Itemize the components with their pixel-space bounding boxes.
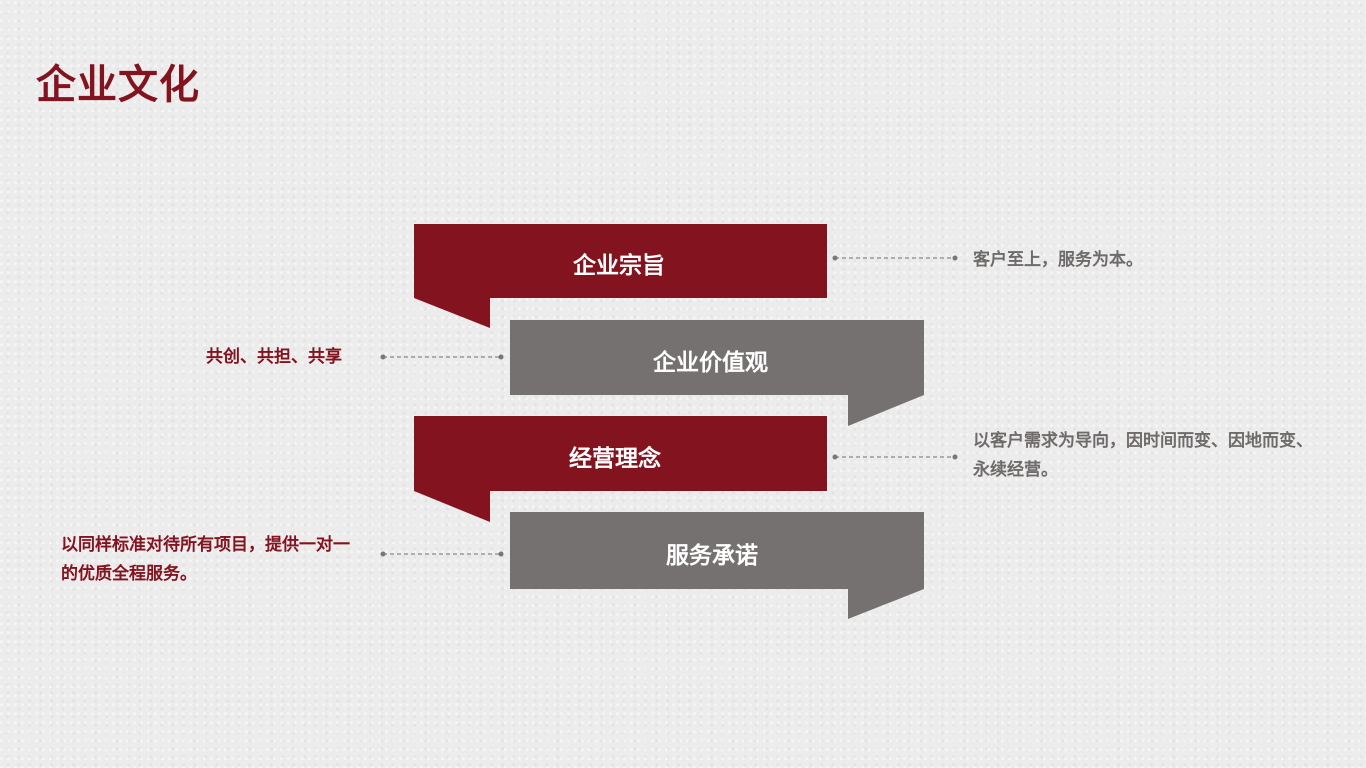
ribbon-label-philosophy: 经营理念 [569, 446, 661, 472]
purpose-description: 客户至上，服务为本。 [973, 250, 1143, 270]
commitment-description: 以同样标准对待所有项目，提供一对一的优质全程服务。 [61, 535, 350, 584]
connector-dots [380, 255, 958, 557]
page-title: 企业文化 [36, 62, 200, 108]
ribbon-1 [414, 224, 827, 328]
philosophy-description: 以客户需求为导向，因时间而变、因地而变、永续经营。 [973, 431, 1313, 480]
ribbon-4 [510, 512, 924, 619]
values-description: 共创、共担、共享 [206, 347, 342, 367]
connectors [383, 257, 955, 555]
ribbon-label-values: 企业价值观 [653, 350, 768, 376]
ribbon-3 [414, 416, 827, 522]
ribbon-2 [510, 320, 924, 426]
ribbon-label-purpose: 企业宗旨 [573, 253, 665, 279]
ribbon-label-commitment: 服务承诺 [666, 543, 758, 569]
